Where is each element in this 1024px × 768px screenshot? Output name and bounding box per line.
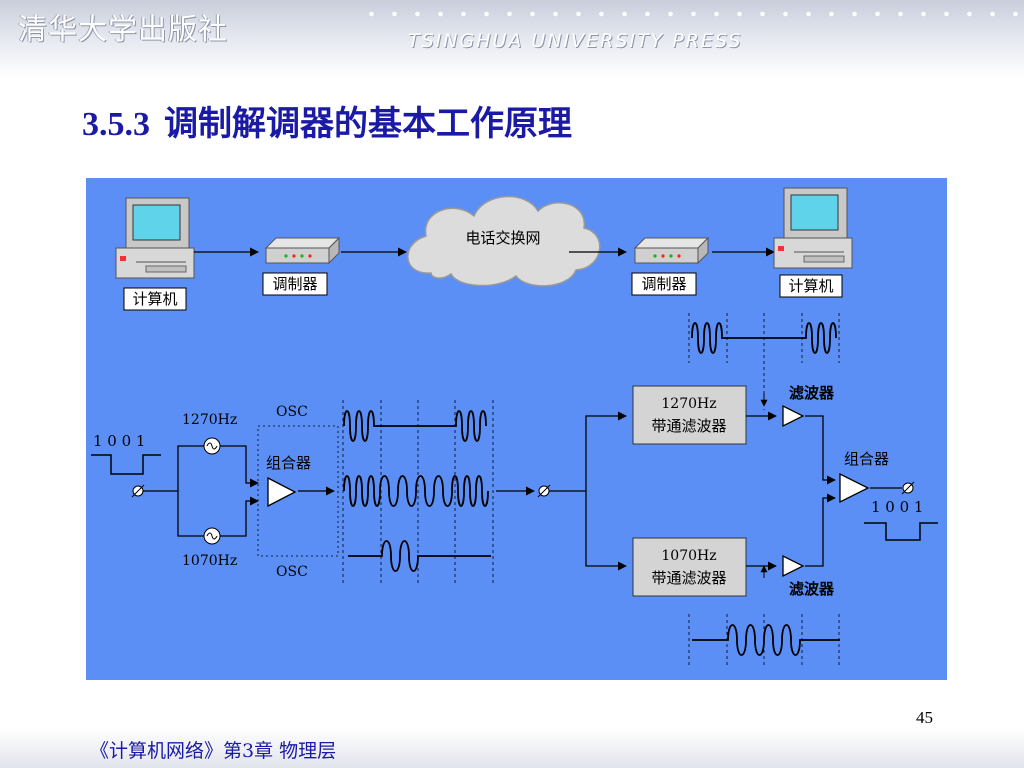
page-number: 45: [916, 708, 933, 727]
publisher-name-cn: 清华大学出版社: [18, 12, 229, 46]
combiner-right-label: 组合器: [844, 450, 889, 468]
mod-waveforms: [343, 410, 491, 572]
osc-bottom-label: OSC: [276, 564, 308, 580]
modem-right-label-box: [631, 272, 697, 296]
modem-left-label: 调制器: [272, 275, 317, 293]
modem-left: [264, 236, 341, 265]
publisher-name-en: TSINGHUA UNIVERSITY PRESS: [408, 30, 743, 52]
filter-top-amp: [782, 404, 805, 428]
bpf-top-box: [632, 385, 747, 445]
osc-high-icon: [203, 437, 221, 455]
footer-bar: [0, 728, 1024, 768]
bpf-bottom-freq: 1070Hz: [661, 548, 716, 564]
computer-left-label: 计算机: [132, 290, 177, 308]
modem-diagram: 计算机 调制器 电话交换网 调制器 计算机: [91, 187, 938, 666]
mod-guides: [342, 400, 494, 586]
output-terminal: [901, 481, 915, 495]
demod-bottom-waveform: [692, 624, 840, 656]
footer-text: 《计算机网络》第3章 物理层: [90, 740, 337, 762]
modem-right: [633, 236, 710, 265]
combiner-right-amp: [839, 472, 870, 504]
osc-low-freq: 1070Hz: [182, 553, 237, 569]
slide-title: 3.5.3 调制解调器的基本工作原理: [82, 96, 572, 145]
filter-bottom-label: 滤波器: [789, 580, 835, 598]
filter-bottom-amp: [782, 554, 805, 578]
section-number: 3.5.3: [82, 106, 150, 143]
filter-top-label: 滤波器: [789, 384, 835, 402]
phone-network-cloud: [407, 195, 601, 287]
bits-out-signal: [864, 522, 938, 541]
osc-low-icon: [203, 527, 221, 545]
computer-right-label-box: [779, 274, 843, 298]
bpf-top-name: 带通滤波器: [651, 417, 726, 435]
bits-in-label: 1 0 0 1: [93, 432, 145, 450]
bpf-bottom-box: [632, 537, 747, 597]
bpf-top-freq: 1270Hz: [661, 396, 716, 412]
wire-osc-high: [133, 445, 259, 492]
header-dots: [360, 10, 1020, 18]
wire-bpf-bottom: [585, 491, 627, 571]
wire-bpf-top: [549, 411, 627, 492]
phone-network-label: 电话交换网: [465, 229, 540, 247]
osc-top-label: OSC: [276, 404, 308, 420]
combiner-left-amp: [267, 476, 297, 508]
section-title-text: 调制解调器的基本工作原理: [164, 104, 572, 144]
bits-in-signal: [91, 454, 161, 475]
computer-left: [115, 197, 195, 279]
bits-out-label: 1 0 0 1: [871, 498, 923, 516]
bpf-bottom-name: 带通滤波器: [651, 569, 726, 587]
input-terminal: [131, 484, 145, 498]
wire-osc-low: [177, 491, 259, 537]
osc-high-freq: 1270Hz: [182, 412, 237, 428]
computer-right: [773, 187, 853, 269]
channel-terminal: [537, 484, 551, 498]
osc-dashed-box: [257, 425, 339, 557]
modem-left-label-box: [262, 272, 328, 296]
computer-left-label-box: [123, 287, 187, 311]
diagram-panel: 计算机 调制器 电话交换网 调制器 计算机: [86, 178, 947, 680]
modem-right-label: 调制器: [641, 275, 686, 293]
combiner-left-label: 组合器: [266, 454, 311, 472]
computer-right-label: 计算机: [788, 277, 833, 295]
